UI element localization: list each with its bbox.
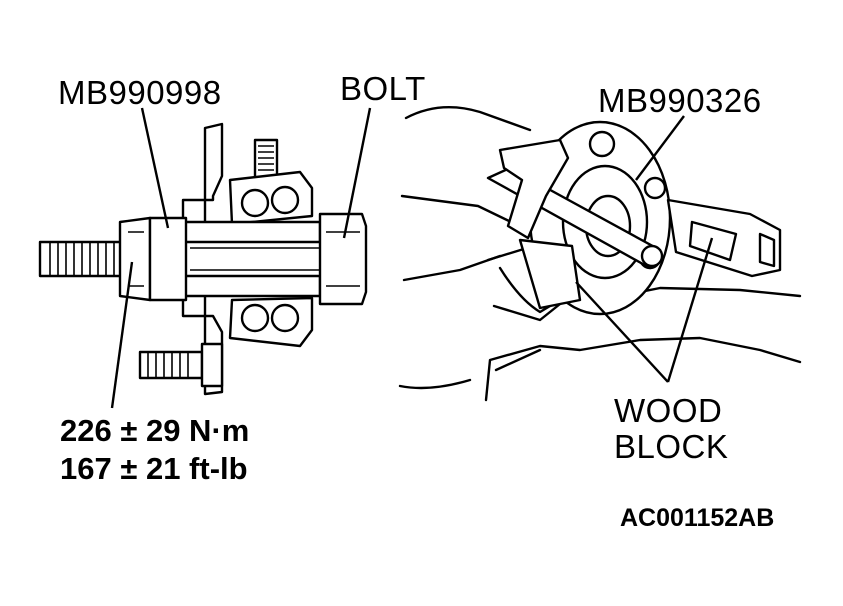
wood-block-lower	[518, 238, 582, 310]
hub-stud-2	[643, 176, 667, 200]
wood-block-label-line1: WOOD	[614, 392, 723, 429]
wood-block-right	[666, 198, 782, 278]
left-hub-figure	[38, 107, 372, 409]
knuckle-outline	[398, 106, 802, 402]
torque-metric: 226 ± 29 N·m	[60, 413, 250, 448]
tool-threaded-rod	[38, 240, 342, 278]
upper-ball-2	[270, 185, 300, 215]
tool-bar-end	[640, 244, 664, 268]
tool-claw-left	[498, 138, 570, 240]
lower-ball-1	[240, 303, 270, 333]
upper-ball-1	[240, 188, 270, 218]
figure-code: AC001152AB	[620, 504, 775, 532]
upper-wheel-stud	[253, 138, 279, 180]
leader-mb990998	[140, 107, 170, 229]
lower-ball-2	[270, 303, 300, 333]
leader-mb990326	[635, 115, 685, 181]
hub-stud-1	[588, 130, 616, 158]
torque-imperial: 167 ± 21 ft-lb	[60, 451, 248, 486]
leader-torque	[110, 261, 134, 409]
right-vehicle-figure	[398, 106, 802, 402]
tool-sleeve	[148, 216, 188, 302]
tool-label-mb990326: MB990326	[598, 82, 762, 119]
lower-bolt	[138, 342, 224, 388]
hub-inner-ring	[561, 164, 649, 280]
leader-wood-block-2	[666, 237, 714, 383]
leader-wood-block-1	[575, 281, 669, 383]
tool-label-mb990998: MB990998	[58, 74, 222, 111]
wood-block-label-line2: BLOCK	[614, 428, 729, 465]
bolt-label: BOLT	[340, 70, 426, 107]
leader-bolt	[342, 107, 372, 239]
bolt-head	[318, 212, 368, 306]
tool-nut	[118, 216, 152, 302]
